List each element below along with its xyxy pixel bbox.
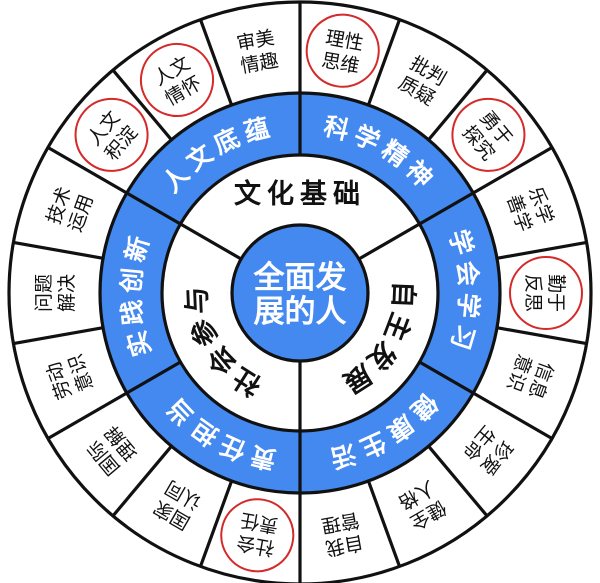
outer-label-line1: 问题	[33, 274, 55, 312]
outer-label-line2: 反思	[522, 274, 544, 312]
outer-divider	[366, 480, 402, 567]
outer-divider	[366, 19, 402, 106]
outer-divider	[427, 69, 489, 141]
wheel-rings	[7, 0, 593, 583]
inner-divider	[179, 222, 242, 261]
highlight-circle	[305, 13, 380, 88]
highlight-circle	[509, 256, 583, 330]
outer-divider	[198, 480, 234, 567]
outer-divider	[472, 391, 553, 440]
blue-divider	[125, 191, 182, 226]
outer-segment: 问题解决	[33, 274, 78, 312]
highlight-circle	[140, 42, 214, 117]
center-title-line2: 展的人	[254, 294, 347, 330]
outer-divider	[198, 19, 234, 106]
outer-label-line2: 解决	[56, 274, 78, 312]
outer-divider	[47, 146, 128, 195]
blue-divider	[418, 360, 475, 395]
blue-divider	[125, 360, 182, 395]
outer-divider	[111, 445, 173, 517]
domain-label: 文化基础	[234, 178, 366, 210]
outer-divider	[111, 69, 173, 141]
highlight-circle	[220, 498, 295, 573]
outer-divider	[13, 240, 104, 260]
outer-divider	[47, 391, 128, 440]
outer-divider	[496, 326, 587, 346]
blue-divider	[418, 191, 475, 226]
center-title-line1: 全面发	[253, 260, 347, 296]
outer-divider	[496, 240, 587, 260]
outer-divider	[472, 146, 553, 195]
outer-label-line1: 勤于	[545, 274, 567, 312]
outer-divider	[13, 326, 104, 346]
outer-divider	[427, 445, 489, 517]
highlight-circle	[451, 97, 526, 172]
inner-divider	[358, 222, 421, 261]
highlight-circle	[74, 97, 149, 172]
